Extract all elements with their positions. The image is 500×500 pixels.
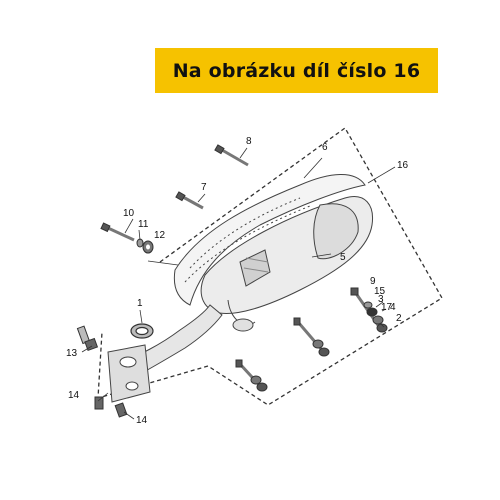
bolt-10 — [100, 222, 135, 242]
callout-1: 1 — [137, 298, 143, 309]
bolt-14-upper — [94, 396, 104, 410]
stud-set-lower — [235, 359, 268, 392]
washer-11 — [136, 238, 144, 248]
gasket-ring — [130, 323, 154, 339]
exhaust-header-pipe — [107, 304, 223, 403]
callout-8: 8 — [246, 136, 252, 147]
oxygen-sensor — [76, 325, 99, 352]
bolt-7 — [175, 191, 204, 210]
callout-5: 5 — [340, 252, 346, 263]
callout-9: 9 — [370, 276, 376, 287]
callout-12: 12 — [154, 230, 166, 241]
callout-16: 16 — [397, 160, 409, 171]
callout-4: 4 — [390, 302, 396, 313]
callout-17: 17 — [381, 302, 393, 313]
bolt-14-lower — [114, 402, 128, 418]
callout-14-lower: 14 — [136, 415, 148, 426]
heat-shield — [173, 174, 366, 306]
bolt-9-set — [350, 287, 388, 333]
callout-10: 10 — [123, 208, 135, 219]
callout-7: 7 — [201, 182, 207, 193]
leader-lines — [81, 147, 396, 420]
bolt-8 — [214, 144, 249, 167]
callout-6: 6 — [322, 142, 328, 153]
nut-12 — [142, 240, 154, 254]
callout-11: 11 — [138, 219, 149, 230]
callout-13: 13 — [66, 348, 78, 359]
muffler-body — [200, 196, 374, 332]
part-number-banner: Na obrázku díl číslo 16 — [155, 48, 438, 93]
callout-2: 2 — [396, 313, 402, 324]
callout-14-upper: 14 — [68, 390, 80, 401]
callout-3: 3 — [378, 294, 384, 305]
stud-set-center — [293, 317, 330, 357]
callout-15: 15 — [374, 286, 386, 297]
